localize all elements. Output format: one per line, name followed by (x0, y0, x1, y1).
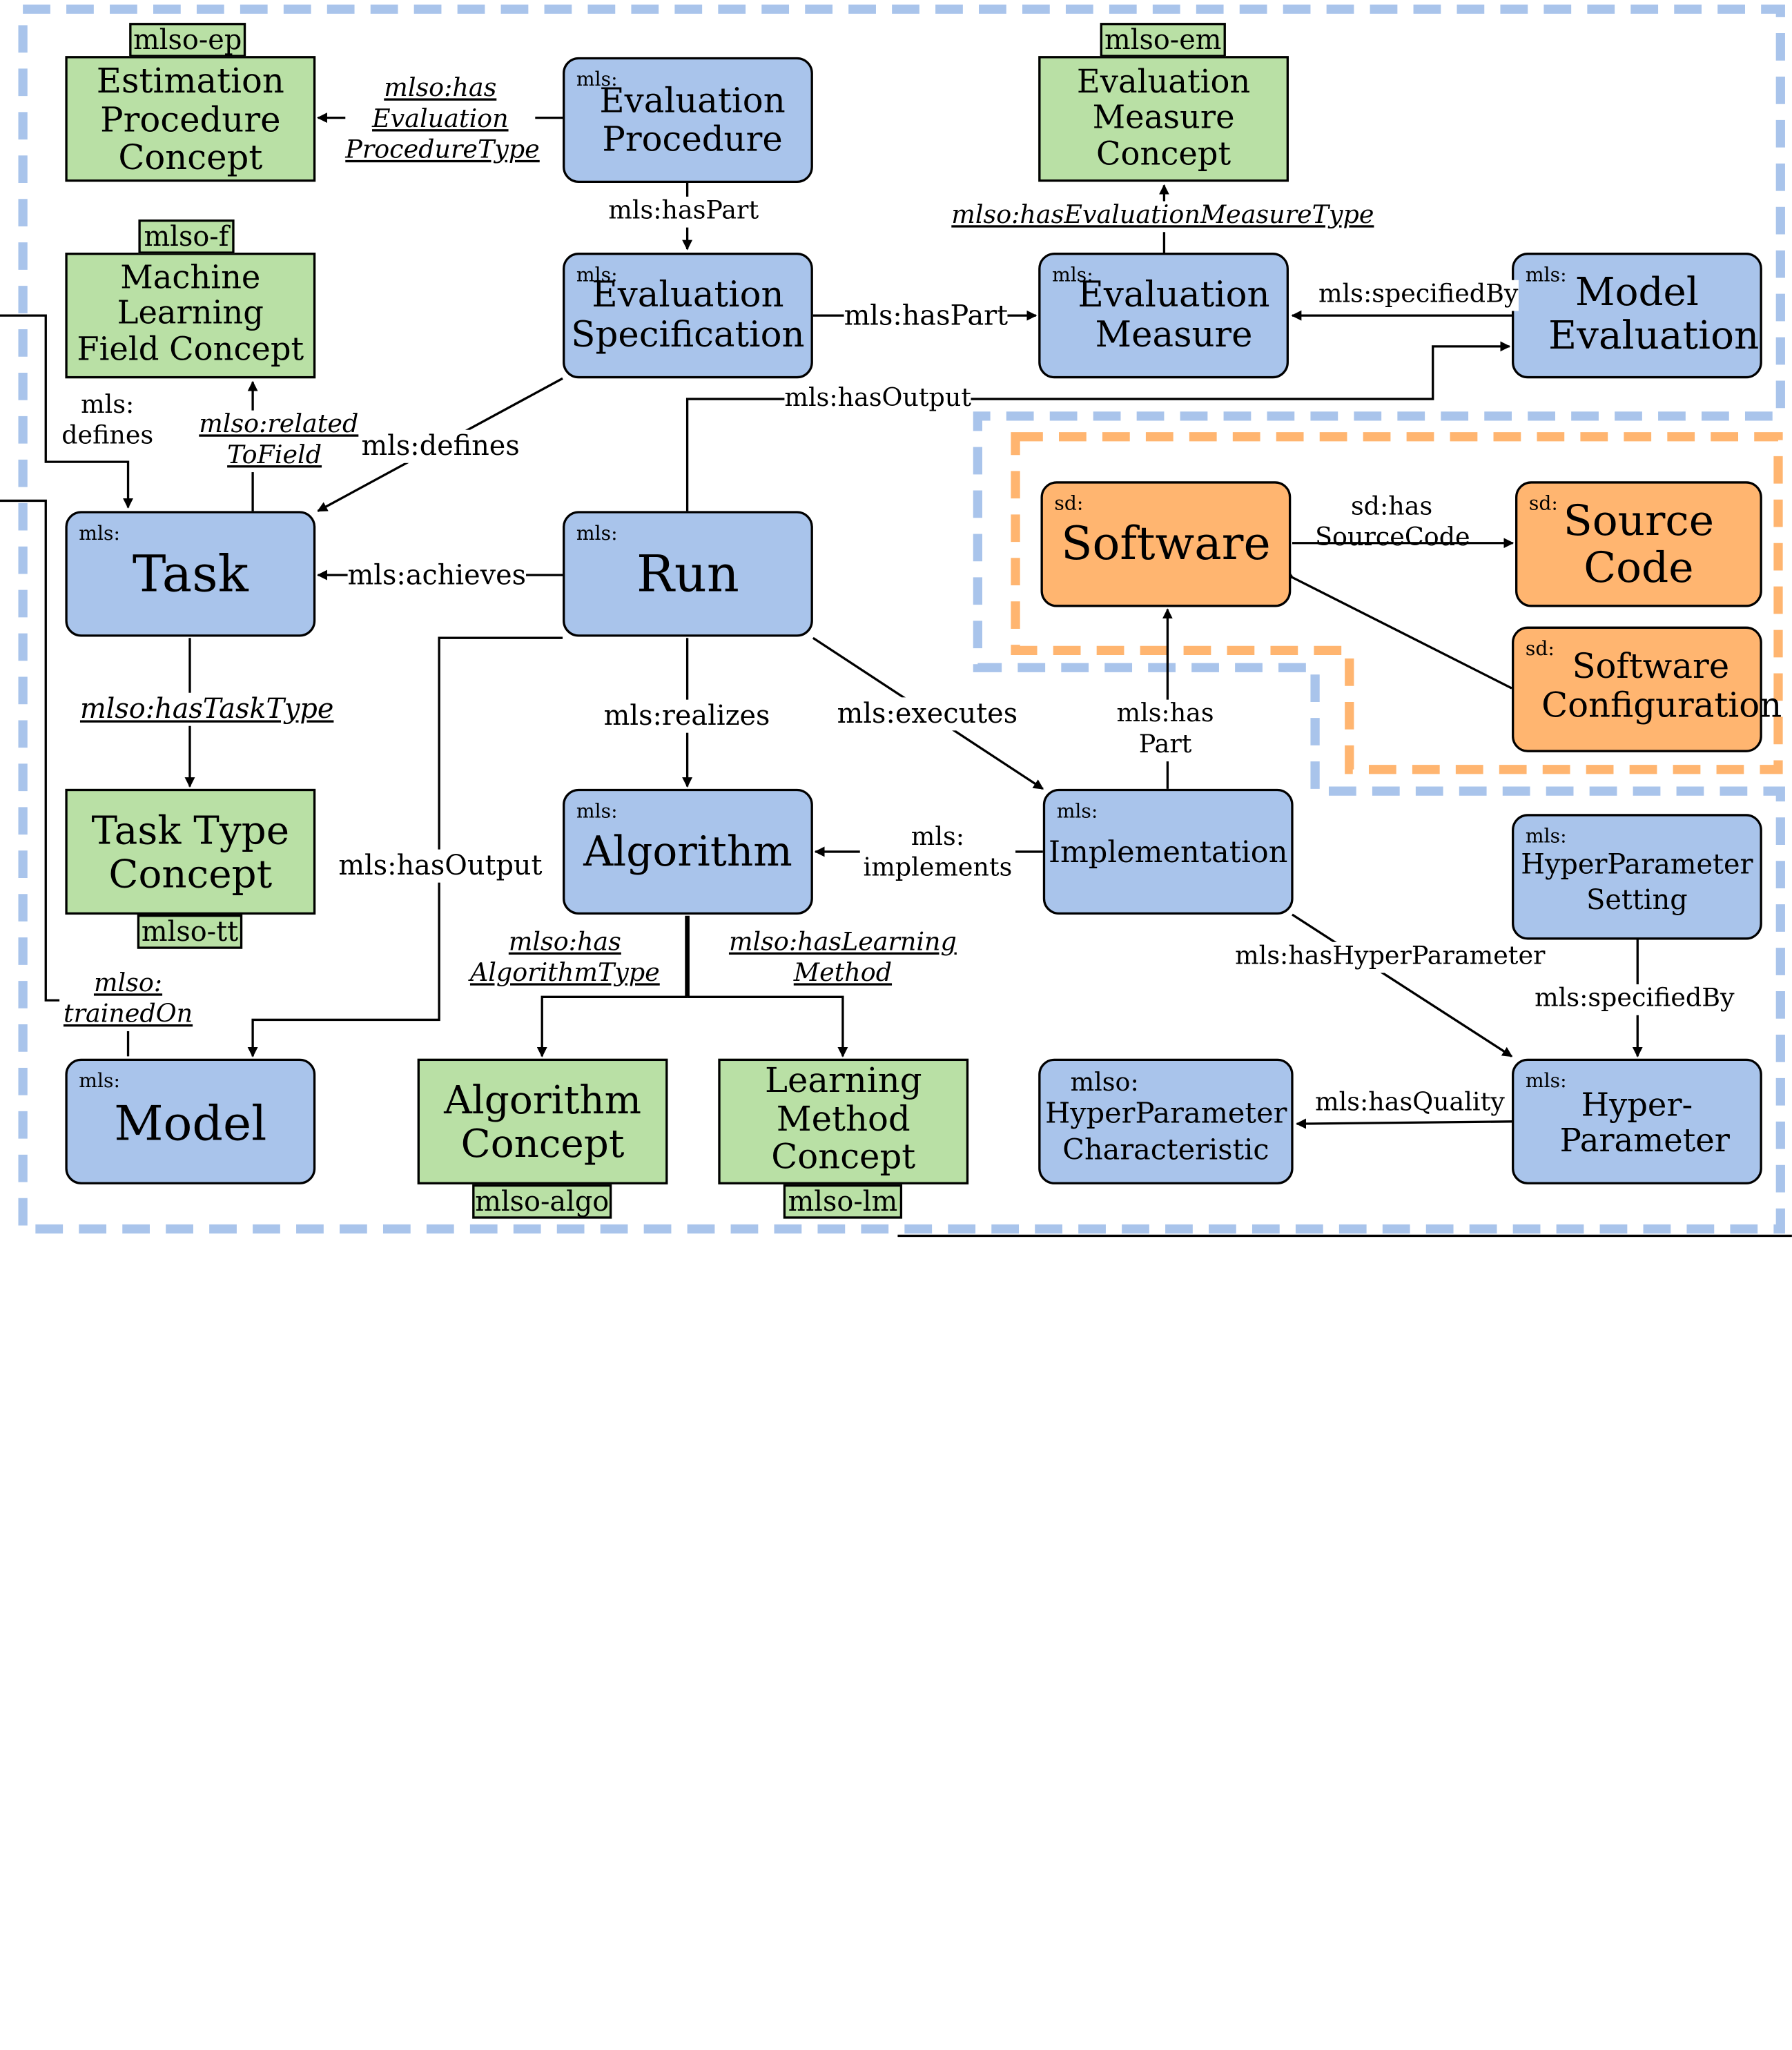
edge-label-specified-by: mls:specifiedBy (1535, 984, 1735, 1015)
edge-label-has-part: mls:hasPart (608, 196, 759, 228)
namespace-prefix: mlso: (1070, 1068, 1139, 1098)
edge-label-has-learning-method: mlso:hasLearning Method (720, 928, 966, 990)
edge-label-has-evaluation-measure-type: mlso:hasEvaluationMeasureType (951, 201, 1374, 232)
edge-label-has-part: mls:has Part (1104, 699, 1226, 761)
edge-label-has-part: mls:hasPart (844, 299, 1009, 333)
edge-has-learning-method (687, 995, 848, 1057)
edge-label-has-source-code: sd:has SourceCode (1315, 492, 1470, 552)
node-label: Task (132, 545, 249, 604)
node-label: Hyper-Parameter (1559, 1086, 1730, 1160)
edge-has-hyperparameter (1292, 913, 1513, 1057)
edge-has-algorithm-type (536, 995, 688, 1057)
edge-has-output-model (247, 636, 563, 1057)
node-label: Run (636, 545, 739, 604)
edge-defines-left (0, 314, 133, 509)
edge-has-output-evaluation (685, 341, 1511, 511)
edge-label-specified-by: mls:specifiedBy (1318, 280, 1519, 311)
node-label: Software Configuration (1541, 647, 1782, 726)
edge-label-has-algorithm-type: mlso:has AlgorithmType (462, 928, 668, 990)
node-label: HyperParameter Characteristic (1045, 1096, 1287, 1166)
node-label: Evaluation Specification (571, 274, 805, 355)
diagram-connectors (0, 4, 1792, 1238)
node-label: Learning Method Concept (764, 1061, 922, 1178)
node-label: Model (114, 1095, 267, 1151)
hyperparameter-node[interactable]: mls: Hyper-Parameter (1512, 1058, 1762, 1184)
namespace-prefix: mls: (79, 522, 120, 546)
edge-label-has-quality: mls:hasQuality (1315, 1088, 1505, 1120)
source-code-node[interactable]: sd: Source Code (1515, 481, 1762, 607)
mlso-tt-tag: mlso-tt (137, 915, 243, 949)
mlso-lm-tag: mlso-lm (783, 1184, 903, 1219)
namespace-prefix: mls: (1056, 800, 1098, 823)
edge-label-has-output: mls:hasOutput (784, 384, 971, 415)
implementation-node[interactable]: mls: Implementation (1042, 788, 1294, 915)
edge-label-has-hyperparameter: mls:hasHyperParameter (1235, 941, 1546, 973)
namespace-prefix: mls: (576, 800, 618, 823)
node-label: HyperParameter Setting (1521, 848, 1753, 917)
edge-label-has-task-type: mlso:hasTaskType (79, 692, 334, 727)
node-label: Implementation (1048, 835, 1288, 870)
estimation-procedure-concept-node[interactable]: Estimation Procedure Concept (65, 56, 316, 182)
namespace-prefix: mls: (1525, 825, 1567, 848)
edge-label-implements: mls: implements (859, 823, 1016, 885)
namespace-prefix: sd: (1528, 492, 1558, 516)
evaluation-measure-concept-node[interactable]: Evaluation Measure Concept (1038, 56, 1289, 182)
edge-label-achieves: mls:achieves (347, 558, 527, 593)
evaluation-specification-node[interactable]: mls: Evaluation Specification (563, 253, 813, 379)
evaluation-procedure-node[interactable]: mls: Evaluation Procedure (563, 57, 813, 184)
edge-label-executes: mls:executes (837, 697, 1018, 731)
edge-label-has-output: mls:hasOutput (338, 849, 543, 884)
node-label: Estimation Procedure Concept (96, 61, 284, 179)
run-node[interactable]: mls: Run (563, 511, 813, 637)
namespace-prefix: mls: (576, 68, 618, 92)
namespace-prefix: mls: (576, 264, 618, 287)
node-label: Evaluation Measure Concept (1076, 63, 1251, 173)
node-label: Task Type Concept (91, 808, 290, 898)
node-label: Evaluation Measure (1078, 274, 1270, 355)
software-node[interactable]: sd: Software (1040, 481, 1292, 607)
evaluation-measure-node[interactable]: mls: Evaluation Measure (1038, 253, 1289, 379)
hyperparameter-setting-node[interactable]: mls: HyperParameter Setting (1512, 814, 1762, 940)
namespace-prefix: mls: (576, 522, 618, 546)
edge-label-defines: mls: defines (59, 391, 156, 453)
software-configuration-node[interactable]: sd: Software Configuration (1512, 626, 1782, 752)
edge-label-has-evaluation-procedure-type: mlso:has Evaluation ProcedureType (345, 73, 540, 166)
task-type-concept-node[interactable]: Task Type Concept (65, 788, 316, 915)
node-label: Algorithm (583, 828, 792, 876)
namespace-prefix: mls: (1525, 1070, 1567, 1093)
namespace-prefix: mls: (1052, 264, 1093, 287)
algorithm-concept-node[interactable]: Algorithm Concept (417, 1058, 668, 1184)
node-label: Model Evaluation (1548, 269, 1760, 360)
edge-label-trained-on: mlso: trainedOn (59, 969, 197, 1031)
node-label: Algorithm Concept (444, 1077, 642, 1168)
namespace-prefix: sd: (1054, 492, 1084, 516)
sd-region-outline (1011, 432, 1783, 774)
node-label: Software (1061, 518, 1271, 571)
edge-label-defines: mls:defines (361, 429, 520, 464)
task-node[interactable]: mls: Task (65, 511, 316, 637)
mlso-ep-tag: mlso-ep (129, 23, 246, 57)
algorithm-node[interactable]: mls: Algorithm (563, 788, 813, 915)
node-label: Evaluation Procedure (599, 81, 786, 160)
model-evaluation-node[interactable]: mls: Model Evaluation (1512, 253, 1762, 379)
node-label: Source Code (1563, 496, 1715, 593)
edge-subclass-configuration (1292, 577, 1512, 690)
namespace-prefix: sd: (1525, 638, 1555, 661)
edge-has-quality (1296, 1118, 1512, 1129)
model-node[interactable]: mls: Model (65, 1058, 316, 1184)
mlso-f-tag: mlso-f (138, 219, 235, 254)
machine-learning-field-concept-node[interactable]: Machine Learning Field Concept (65, 253, 316, 379)
mlso-algo-tag: mlso-algo (472, 1184, 612, 1219)
edge-label-realizes: mls:realizes (603, 699, 770, 734)
namespace-prefix: mls: (1525, 264, 1567, 287)
learning-method-concept-node[interactable]: Learning Method Concept (718, 1058, 969, 1184)
hyperparameter-characteristic-node[interactable]: mlso: HyperParameter Characteristic (1038, 1058, 1294, 1184)
namespace-prefix: mls: (79, 1070, 120, 1093)
edge-label-related-to-field: mlso:related ToField (199, 410, 358, 472)
mlso-em-tag: mlso-em (1100, 23, 1226, 57)
node-label: Machine Learning Field Concept (77, 258, 304, 368)
